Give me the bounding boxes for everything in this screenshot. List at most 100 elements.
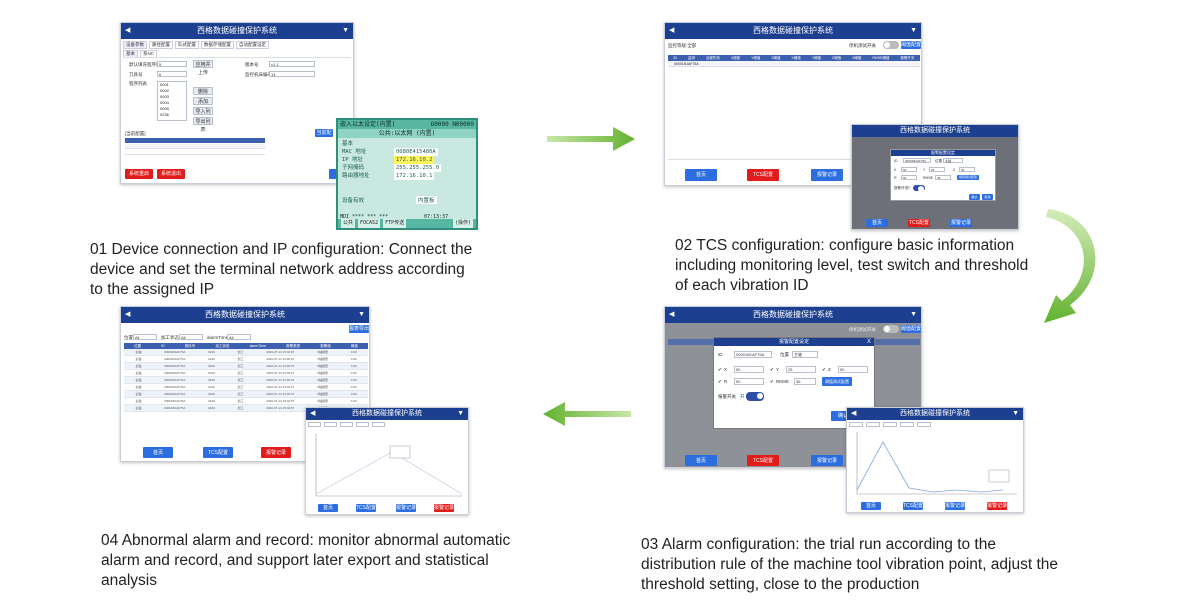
alarm-record-button[interactable]: 报警记录 [261, 447, 291, 458]
alarm-record-button[interactable]: 报警记录 [945, 502, 966, 510]
dialog-rmse-field[interactable]: 35 [935, 175, 951, 180]
ip-address-value[interactable]: 172.16.10.2 [394, 156, 435, 164]
threshold-test-button[interactable]: 阈值测试配置 [822, 377, 852, 386]
back-icon[interactable]: ◀ [669, 311, 675, 318]
dialog-x-field[interactable]: 50 [901, 167, 917, 172]
list-item[interactable]: 0003 [160, 94, 169, 99]
threshold-config-button[interactable]: 阈值配置 [901, 325, 922, 333]
back-icon[interactable]: ◀ [669, 27, 675, 34]
confirm-button[interactable]: 确认 [831, 411, 855, 421]
close-icon[interactable]: X [866, 339, 871, 345]
dialog-pos-field[interactable]: 主轴 [943, 158, 963, 163]
menu-icon[interactable]: ▼ [342, 27, 349, 34]
dialog-reset-button[interactable]: 阈值测试配置 [957, 175, 979, 180]
menu-icon[interactable]: ▼ [910, 311, 917, 318]
filter-select[interactable] [324, 422, 337, 427]
current-config-button[interactable]: 当前配置 [315, 129, 333, 144]
home-button[interactable]: 首页 [685, 455, 717, 466]
add-button[interactable]: 添加 [193, 97, 213, 105]
list-item[interactable]: 0004 [160, 100, 169, 105]
home-button[interactable]: 首页 [861, 502, 881, 510]
alarm-record-red-button[interactable]: 报警记录 [434, 504, 455, 512]
list-item[interactable]: 0002 [160, 88, 169, 93]
alarm-switch-toggle[interactable] [746, 392, 764, 401]
position-filter[interactable]: All [133, 334, 157, 340]
test-switch-toggle[interactable] [883, 325, 899, 333]
dialog-cancel-button[interactable]: 取消 [982, 194, 993, 200]
home-button[interactable]: 首页 [318, 504, 338, 512]
list-item[interactable]: 0236 [160, 112, 169, 117]
filter-select[interactable] [849, 422, 863, 427]
filter-select[interactable] [866, 422, 880, 427]
filter-select[interactable] [372, 422, 385, 427]
tcs-config-button[interactable]: TCS配置 [908, 219, 930, 227]
tcs-config-button[interactable]: TCS配置 [203, 447, 233, 458]
filter-select[interactable] [356, 422, 369, 427]
back-icon[interactable]: ◀ [125, 311, 131, 318]
alarm-record-button[interactable]: 报警记录 [950, 219, 972, 227]
r-threshold-field[interactable]: 50 [734, 378, 764, 385]
alarm-record-button[interactable]: 报警记录 [811, 169, 843, 181]
back-icon[interactable]: ◀ [851, 410, 857, 417]
state-filter[interactable]: All [179, 334, 203, 340]
apply-upload-button[interactable]: 应用并上传 [193, 60, 213, 76]
list-item[interactable]: 0001 [160, 82, 169, 87]
test-switch-toggle[interactable] [883, 41, 899, 49]
dialog-ok-button[interactable]: 确认 [969, 194, 980, 200]
dialog-id-field[interactable]: 00001B1AF75A [903, 158, 931, 163]
filter-select[interactable] [900, 422, 914, 427]
list-item[interactable]: 0005 [160, 106, 169, 111]
import-list-button[interactable]: 导入列表 [193, 107, 213, 123]
table-row[interactable]: 00001B1AF75A [668, 61, 920, 67]
tcs-config-button[interactable]: TCS配置 [747, 169, 779, 181]
tab-storage[interactable]: 数据存储配置 [201, 41, 234, 49]
cnc-tab-operation[interactable]: (操作) [452, 219, 473, 228]
report-export-button[interactable]: 报表导出 [349, 325, 370, 333]
filter-select[interactable] [308, 422, 321, 427]
filter-select[interactable] [340, 422, 353, 427]
system-restart-button[interactable]: 系统重启 [125, 169, 153, 179]
dialog-y-field[interactable]: 25 [929, 167, 945, 172]
filter-select[interactable] [917, 422, 931, 427]
back-icon[interactable]: ◀ [310, 410, 316, 417]
alarm-record-red-button[interactable]: 报警记录 [987, 502, 1008, 510]
program-list[interactable]: 0001 0002 0003 0004 0005 0236 [157, 81, 187, 121]
menu-icon[interactable]: ▼ [910, 27, 917, 34]
tcs-config-button[interactable]: TCS配置 [356, 504, 377, 512]
position-field[interactable]: 主轴 [792, 351, 818, 358]
menu-icon[interactable]: ▼ [358, 311, 365, 318]
tool-number-input[interactable]: 6 [157, 71, 187, 77]
cnc-tab-ftp[interactable]: FTP传送 [383, 219, 407, 228]
tab-mode[interactable]: 队式配置 [175, 41, 199, 49]
tab-path[interactable]: 路径配置 [149, 41, 173, 49]
menu-icon[interactable]: ▼ [1012, 410, 1019, 417]
home-button[interactable]: 首页 [143, 447, 173, 458]
filter-select[interactable] [883, 422, 897, 427]
version-input[interactable]: v1.1 [269, 61, 315, 67]
system-exit-button[interactable]: 系统退出 [157, 169, 185, 179]
delete-button[interactable]: 删除 [193, 87, 213, 95]
export-list-button[interactable]: 导出列表 [193, 117, 213, 133]
program-count-input[interactable]: 5 [157, 61, 187, 67]
tcs-config-button[interactable]: TCS配置 [903, 502, 924, 510]
home-button[interactable]: 首页 [685, 169, 717, 181]
tab-auto[interactable]: 自动配置设定 [236, 41, 269, 49]
menu-icon[interactable]: ▼ [457, 410, 464, 417]
home-button[interactable]: 首页 [866, 219, 888, 227]
machine-number-input[interactable]: 14 [269, 71, 315, 77]
x-threshold-field[interactable]: 50 [734, 366, 764, 373]
dialog-r-field[interactable]: 50 [901, 175, 917, 180]
cnc-tab-focas[interactable]: FOCAS2 [358, 219, 381, 228]
table-row[interactable] [125, 144, 265, 149]
tab-device[interactable]: 设备参数 [123, 41, 147, 49]
threshold-config-button[interactable]: 阈值配置 [901, 41, 922, 49]
y-threshold-field[interactable]: 25 [786, 366, 816, 373]
